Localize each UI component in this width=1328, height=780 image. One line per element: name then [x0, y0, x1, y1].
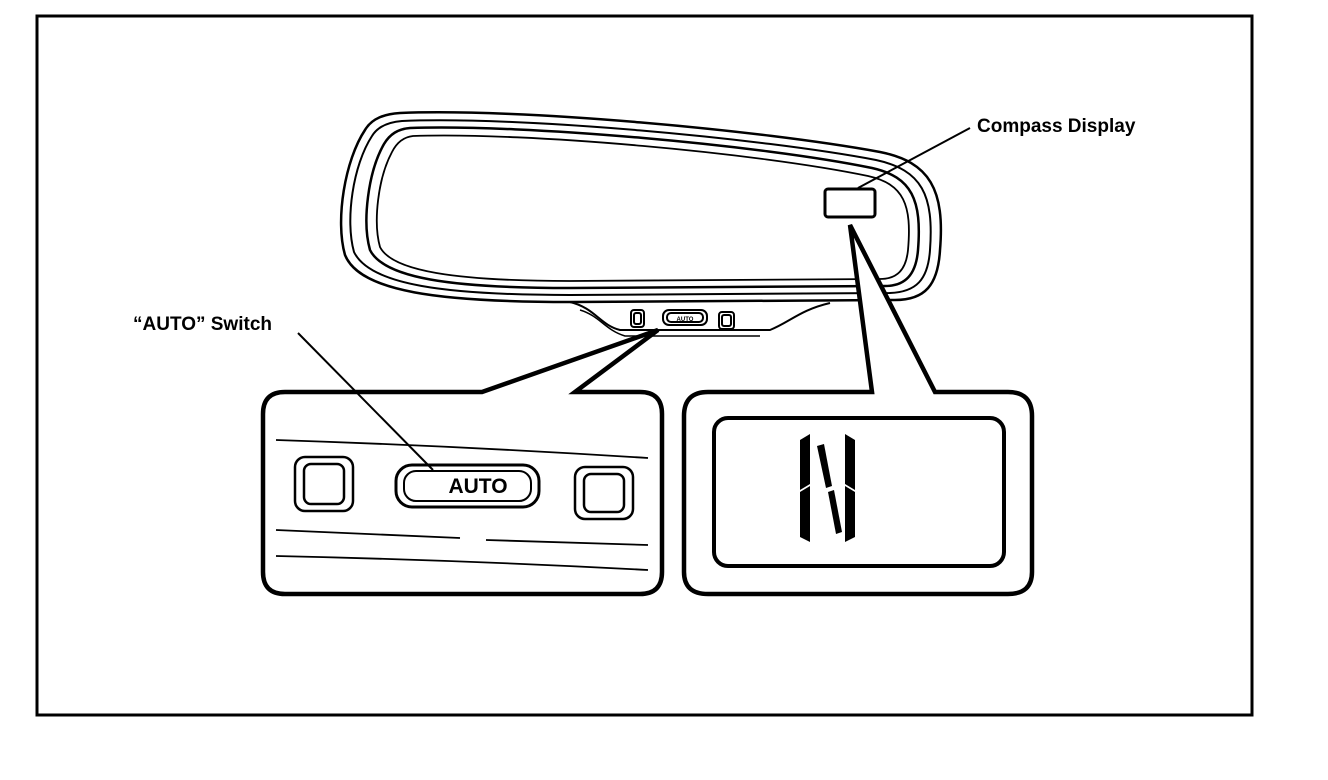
mirror-auto-button [662, 309, 708, 326]
switch-callout-box [260, 327, 665, 597]
auto-switch-label: “AUTO” Switch [133, 314, 272, 335]
compass-screen [712, 416, 1006, 568]
mirror-button-left [630, 309, 645, 328]
switch-panel-lines [275, 439, 649, 571]
zoom-auto-button[interactable] [394, 463, 541, 509]
compass-leader-line [857, 127, 971, 189]
zoom-button-right [573, 465, 635, 521]
compass-display-label: Compass Display [977, 116, 1136, 137]
mirror-button-right [718, 311, 735, 330]
mirror-compass-display [823, 187, 877, 219]
mirror-auto-label: AUTO [677, 317, 694, 323]
auto-switch-leader-line [297, 332, 434, 471]
zoom-button-left [293, 455, 355, 513]
zoom-auto-button-label: AUTO [448, 475, 507, 498]
compass-heading-glyph [800, 434, 855, 542]
rearview-mirror [339, 111, 943, 337]
diagram-frame [35, 14, 1254, 717]
